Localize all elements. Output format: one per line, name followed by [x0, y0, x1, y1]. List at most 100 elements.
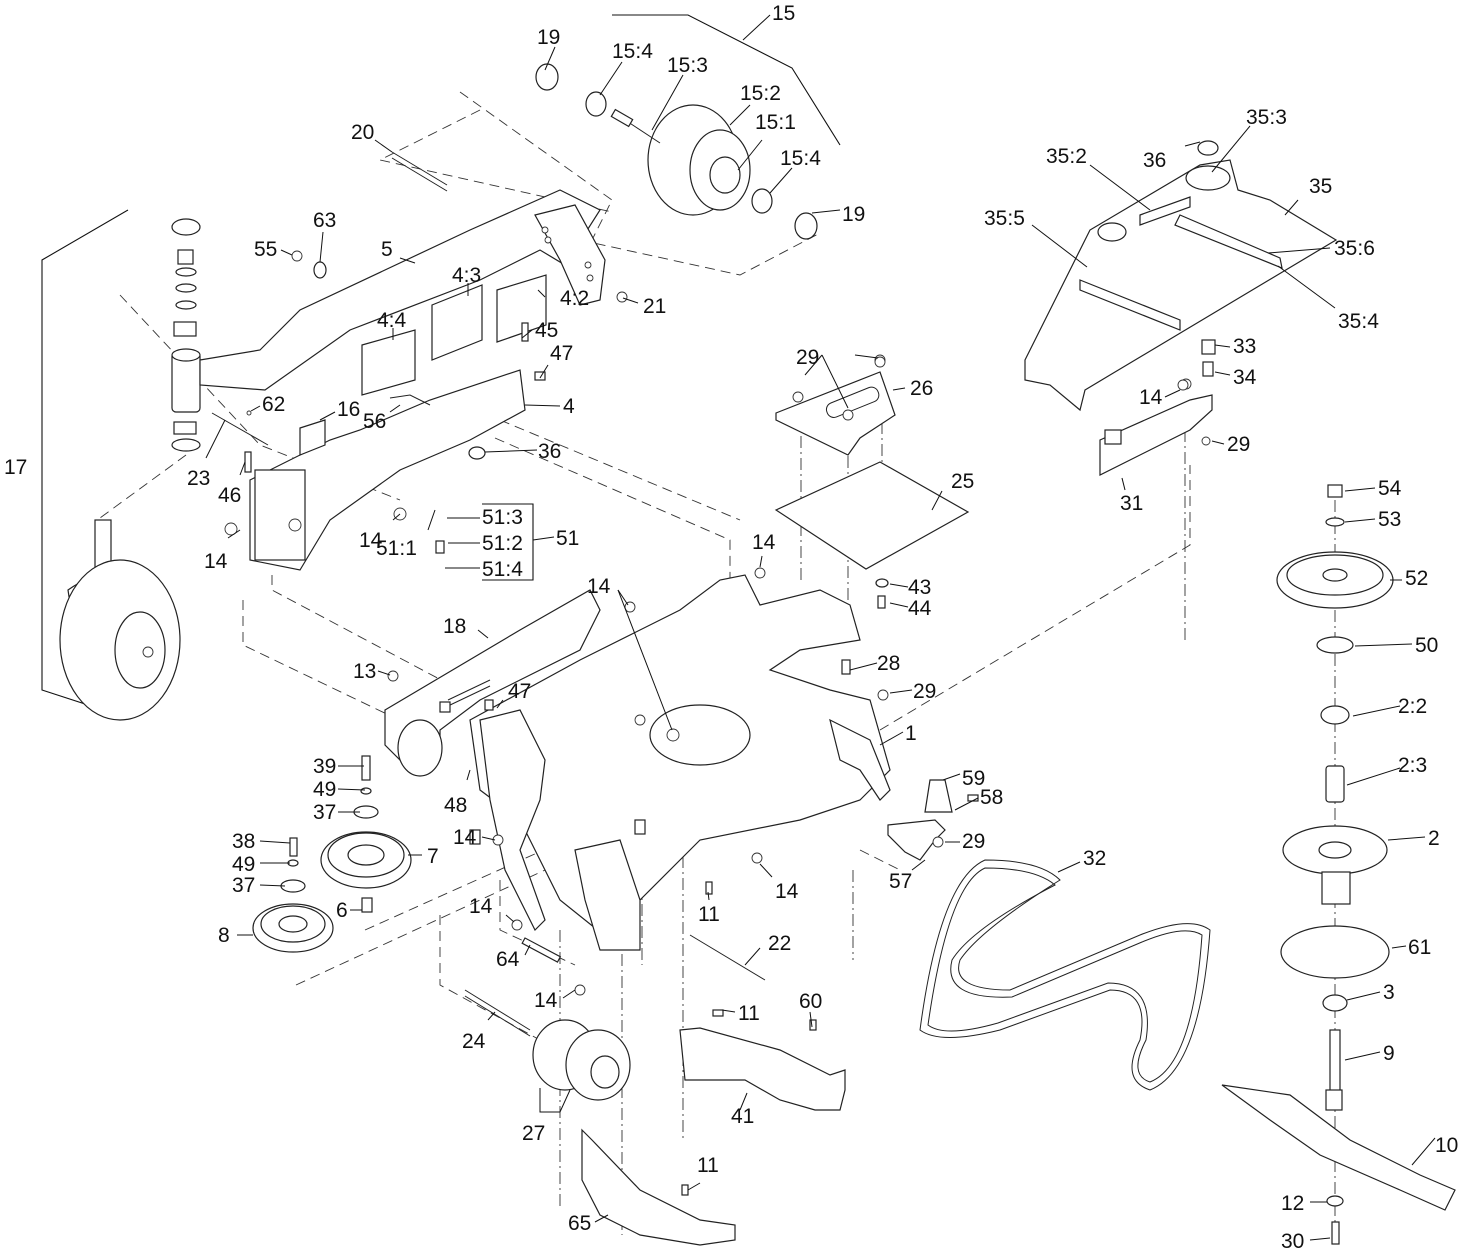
shield-65: [581, 1128, 736, 1246]
callout-60: 60: [799, 990, 822, 1013]
callout-51: 51: [556, 527, 579, 550]
callout-4-4: 4:4: [377, 309, 407, 332]
callout-12: 12: [1281, 1192, 1304, 1215]
callout-35: 35: [1309, 175, 1332, 198]
callout-64: 64: [496, 948, 520, 971]
callout-49: 49: [232, 853, 255, 876]
callout-15-2: 15:2: [740, 82, 781, 105]
callout-48: 48: [444, 794, 467, 817]
callout-6: 6: [336, 899, 348, 922]
roller-wheel-15: [535, 63, 818, 240]
arm-4: [249, 369, 526, 571]
caster-wheel: [59, 519, 181, 721]
axle-24: [464, 989, 531, 1037]
assembly-bracket-15: [612, 14, 841, 146]
callout-20: 20: [351, 121, 374, 144]
arm-5: [199, 189, 606, 391]
plates-4-2-4-3-4-4: [361, 274, 547, 396]
hardware-43-44: [875, 578, 889, 609]
callout-37: 37: [232, 874, 255, 897]
spindle-stack: [1276, 484, 1394, 1245]
callout-14: 14: [204, 550, 228, 573]
pin-22: [689, 934, 766, 981]
callout-51-3: 51:3: [482, 506, 523, 529]
callout-15: 15: [772, 2, 795, 25]
deflector-18: [384, 589, 601, 777]
callout-8: 8: [218, 924, 230, 947]
callout-16: 16: [337, 398, 360, 421]
callout-29: 29: [796, 346, 819, 369]
callout-31: 31: [1120, 492, 1143, 515]
callout-54: 54: [1378, 477, 1402, 500]
pin-56: [389, 394, 431, 406]
callout-47: 47: [550, 342, 573, 365]
callout-36: 36: [1143, 149, 1166, 172]
callout-52: 52: [1405, 567, 1428, 590]
callout-39: 39: [313, 755, 336, 778]
deck-frame-1: [469, 574, 891, 951]
shield-41: [679, 1027, 846, 1111]
callout-18: 18: [443, 615, 466, 638]
callout-14: 14: [752, 531, 776, 554]
callout-5: 5: [381, 238, 393, 261]
misc-hardware: [211, 250, 1189, 1196]
callout-26: 26: [910, 377, 933, 400]
caster-spindle-stack: [171, 218, 201, 452]
callout-55: 55: [254, 238, 277, 261]
callout-35-6: 35:6: [1334, 237, 1375, 260]
callout-53: 53: [1378, 508, 1401, 531]
callout-17: 17: [4, 456, 27, 479]
callout-11: 11: [698, 903, 720, 926]
callout-41: 41: [731, 1105, 754, 1128]
callout-14: 14: [469, 895, 493, 918]
bracket-16: [299, 419, 326, 456]
callout-61: 61: [1408, 936, 1431, 959]
callout-2: 2: [1428, 827, 1440, 850]
bracket-31: [1099, 339, 1216, 476]
callout-14: 14: [1139, 386, 1163, 409]
callout-56: 56: [363, 410, 386, 433]
callout-4-2: 4:2: [560, 287, 589, 310]
belt-32: [919, 859, 1211, 1091]
callout-19: 19: [537, 26, 560, 49]
callout-21: 21: [643, 295, 666, 318]
callout-22: 22: [768, 932, 791, 955]
callout-10: 10: [1435, 1134, 1458, 1157]
callout-44: 44: [908, 597, 932, 620]
plate-25: [774, 461, 970, 570]
callout-14: 14: [359, 529, 383, 552]
callout-32: 32: [1083, 847, 1106, 870]
callout-35-4: 35:4: [1338, 310, 1379, 333]
callout-51-1: 51:1: [376, 537, 417, 560]
callout-2-3: 2:3: [1398, 754, 1427, 777]
leader-lines: [205, 14, 1436, 1241]
shield-35: [1024, 140, 1338, 412]
callout-51-4: 51:4: [482, 558, 523, 581]
callout-58: 58: [980, 786, 1003, 809]
callout-46: 46: [218, 484, 241, 507]
bolt-20: [391, 151, 448, 192]
callout-1: 1: [905, 722, 917, 745]
callout-14: 14: [534, 989, 558, 1012]
callout-51-2: 51:2: [482, 532, 523, 555]
callout-33: 33: [1233, 335, 1256, 358]
callout-50: 50: [1415, 634, 1438, 657]
callout-62: 62: [262, 393, 285, 416]
callout-15-3: 15:3: [667, 54, 708, 77]
callout-15-1: 15:1: [755, 111, 796, 134]
idler-pulley-7: [320, 755, 412, 913]
callout-57: 57: [889, 870, 912, 893]
callout-15-4: 15:4: [612, 40, 653, 63]
callout-38: 38: [232, 830, 255, 853]
callout-30: 30: [1281, 1230, 1304, 1253]
callout-24: 24: [462, 1030, 486, 1053]
callout-35-5: 35:5: [984, 207, 1025, 230]
callout-14: 14: [775, 880, 799, 903]
callout-49: 49: [313, 778, 336, 801]
callout-43: 43: [908, 576, 931, 599]
callout-59: 59: [962, 767, 985, 790]
callout-3: 3: [1383, 981, 1395, 1004]
callout-28: 28: [877, 652, 900, 675]
callout-34: 34: [1233, 366, 1257, 389]
callout-4: 4: [563, 395, 575, 418]
